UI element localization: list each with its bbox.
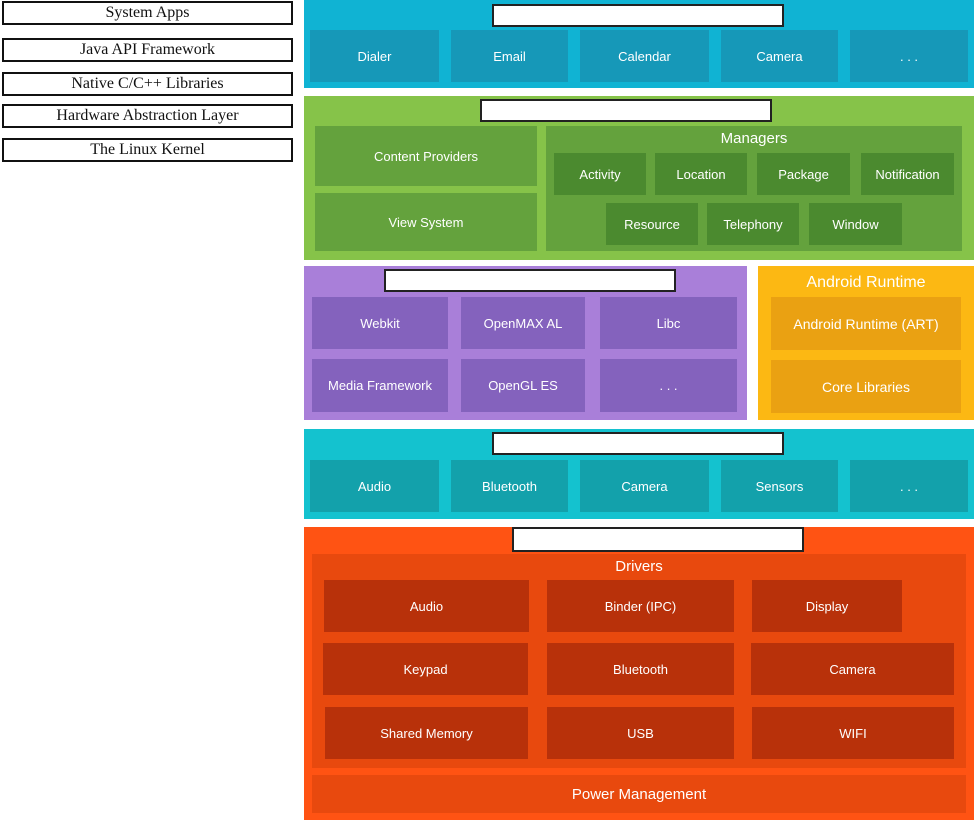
- driver-audio: Audio: [324, 580, 529, 632]
- manager-window: Window: [809, 203, 902, 245]
- driver-camera: Camera: [751, 643, 954, 695]
- label-native-libraries[interactable]: Native C/C++ Libraries: [2, 72, 293, 96]
- runtime-tile-art: Android Runtime (ART): [771, 297, 961, 350]
- driver-bluetooth: Bluetooth: [547, 643, 734, 695]
- hal-tile-more: . . .: [850, 460, 968, 512]
- native-tile-opengl: OpenGL ES: [461, 359, 585, 412]
- driver-usb: USB: [547, 707, 734, 759]
- view-system-tile: View System: [315, 193, 537, 251]
- native-tile-openmax: OpenMAX AL: [461, 297, 585, 349]
- manager-activity: Activity: [554, 153, 646, 195]
- hal-tile-audio: Audio: [310, 460, 439, 512]
- label-system-apps[interactable]: System Apps: [2, 1, 293, 25]
- driver-binder-ipc: Binder (IPC): [547, 580, 734, 632]
- app-tile-email: Email: [451, 30, 568, 82]
- driver-shared-memory: Shared Memory: [325, 707, 528, 759]
- manager-notification: Notification: [861, 153, 954, 195]
- power-management-tile: Power Management: [312, 775, 966, 813]
- drop-slot-system-apps[interactable]: [492, 4, 784, 27]
- hal-tile-sensors: Sensors: [721, 460, 838, 512]
- drivers-heading: Drivers: [615, 557, 663, 575]
- manager-location: Location: [655, 153, 747, 195]
- label-linux-kernel[interactable]: The Linux Kernel: [2, 138, 293, 162]
- app-tile-more: . . .: [850, 30, 968, 82]
- drop-slot-hardware-abstraction-layer[interactable]: [492, 432, 784, 455]
- app-tile-calendar: Calendar: [580, 30, 709, 82]
- android-runtime-heading: Android Runtime: [806, 274, 926, 291]
- native-tile-webkit: Webkit: [312, 297, 448, 349]
- managers-heading: Managers: [720, 129, 788, 147]
- app-tile-camera: Camera: [721, 30, 838, 82]
- drop-slot-java-api-framework[interactable]: [480, 99, 772, 122]
- native-tile-more: . . .: [600, 359, 737, 412]
- manager-resource: Resource: [606, 203, 698, 245]
- drop-slot-linux-kernel[interactable]: [512, 527, 804, 552]
- driver-wifi: WIFI: [752, 707, 954, 759]
- managers-panel: Managers Activity Location Package Notif…: [546, 126, 962, 251]
- runtime-tile-core-libraries: Core Libraries: [771, 360, 961, 413]
- android-runtime-layer: Android Runtime Android Runtime (ART) Co…: [758, 266, 974, 420]
- label-java-api-framework[interactable]: Java API Framework: [2, 38, 293, 62]
- hardware-abstraction-layer: Audio Bluetooth Camera Sensors . . .: [304, 429, 974, 519]
- native-tile-media-framework: Media Framework: [312, 359, 448, 412]
- drivers-panel: Drivers Audio Binder (IPC) Display Keypa…: [312, 554, 966, 768]
- driver-keypad: Keypad: [323, 643, 528, 695]
- hal-tile-camera: Camera: [580, 460, 709, 512]
- label-hardware-abstraction-layer[interactable]: Hardware Abstraction Layer: [2, 104, 293, 128]
- manager-telephony: Telephony: [707, 203, 799, 245]
- app-tile-dialer: Dialer: [310, 30, 439, 82]
- driver-display: Display: [752, 580, 902, 632]
- content-providers-tile: Content Providers: [315, 126, 537, 186]
- native-tile-libc: Libc: [600, 297, 737, 349]
- hal-tile-bluetooth: Bluetooth: [451, 460, 568, 512]
- manager-package: Package: [757, 153, 850, 195]
- drop-slot-native-libraries[interactable]: [384, 269, 676, 292]
- linux-kernel-layer: Drivers Audio Binder (IPC) Display Keypa…: [304, 527, 974, 820]
- system-apps-layer: Dialer Email Calendar Camera . . .: [304, 0, 974, 88]
- java-api-framework-layer: Content Providers View System Managers A…: [304, 96, 974, 260]
- native-libraries-layer: Webkit OpenMAX AL Libc Media Framework O…: [304, 266, 747, 420]
